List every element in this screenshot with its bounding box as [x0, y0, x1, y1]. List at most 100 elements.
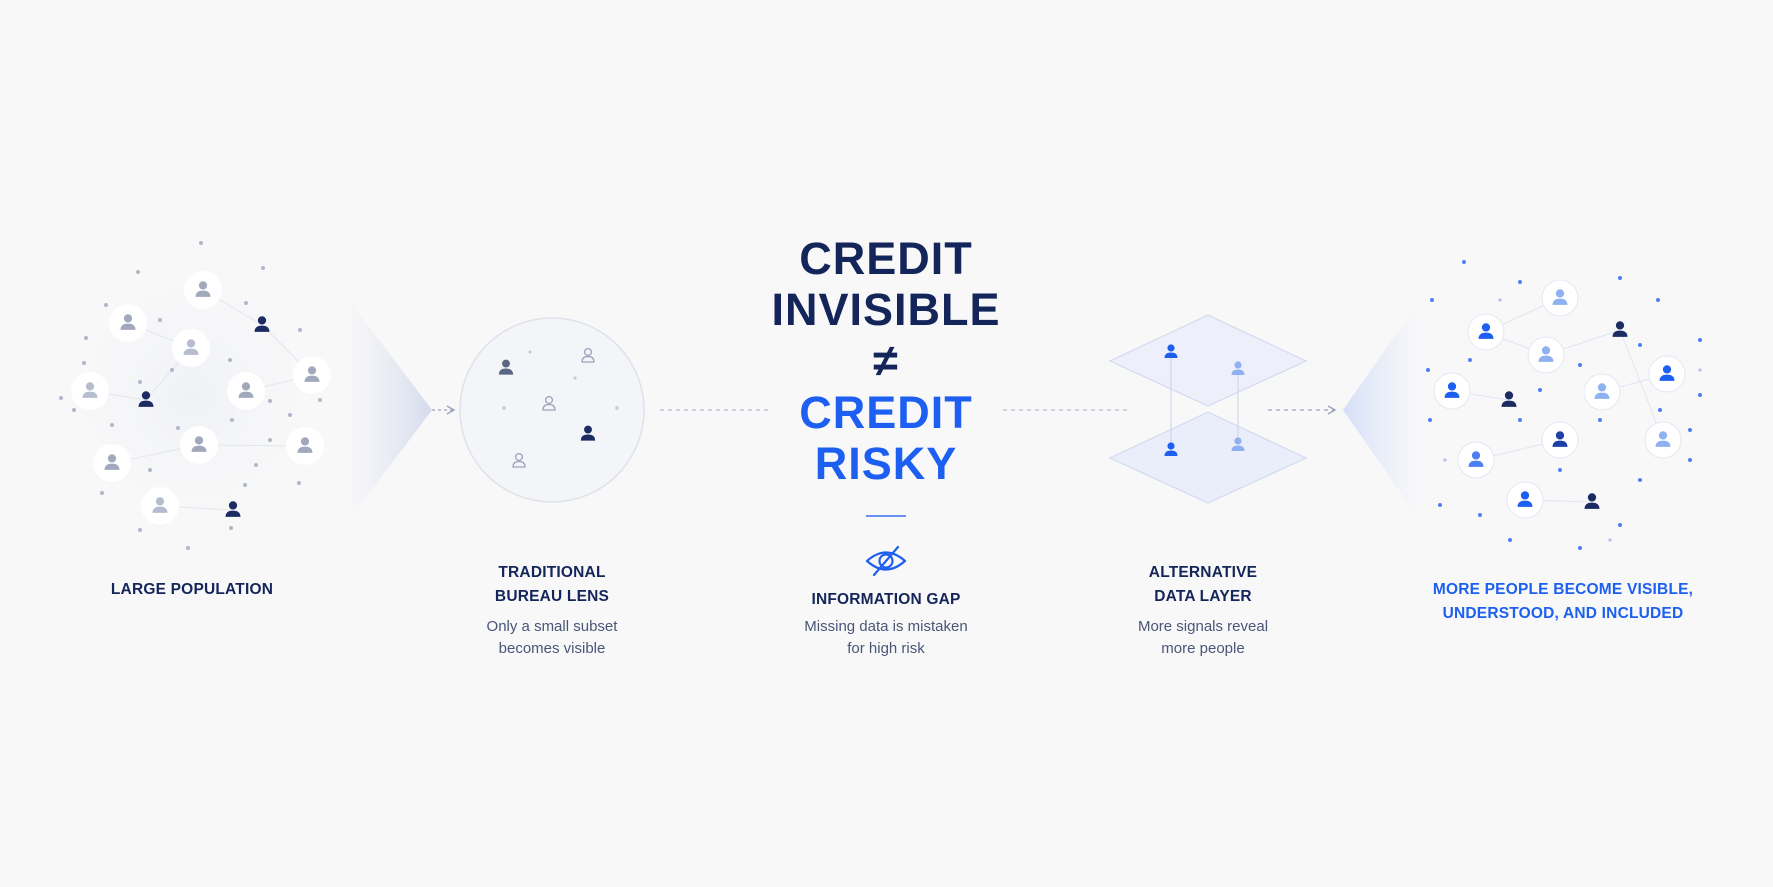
- data-dot: [1508, 538, 1512, 542]
- data-dot: [1428, 418, 1432, 422]
- data-dot: [1578, 546, 1582, 550]
- alt-data-caption-line2: DATA LAYER: [1154, 588, 1252, 605]
- person-icon: [254, 316, 270, 332]
- inclusion-beam: [1343, 300, 1420, 520]
- data-dot: [1698, 338, 1702, 342]
- data-dot: [84, 336, 88, 340]
- person-icon: [1583, 373, 1621, 411]
- data-dot: [186, 546, 190, 550]
- data-dot: [148, 468, 152, 472]
- data-dot: [298, 328, 302, 332]
- person-icon: [138, 391, 154, 407]
- data-dot: [1430, 298, 1434, 302]
- gap-caption: INFORMATION GAP: [811, 591, 961, 608]
- person-icon: [172, 329, 210, 367]
- person-icon: [1164, 344, 1178, 358]
- person-icon: [93, 444, 131, 482]
- data-dot: [59, 396, 63, 400]
- data-dot: [1618, 523, 1622, 527]
- data-dot: [138, 528, 142, 532]
- data-dot: [268, 399, 272, 403]
- person-icon: [581, 347, 595, 363]
- gap-desc-line2: for high risk: [847, 640, 925, 657]
- population-cluster: [59, 241, 331, 550]
- person-icon: [542, 395, 556, 411]
- data-dot: [1518, 280, 1522, 284]
- person-icon: [1612, 321, 1628, 337]
- headline-line-credit-2: CREDIT: [799, 387, 973, 438]
- data-dot: [528, 350, 532, 354]
- headline-line-invisible: INVISIBLE: [771, 284, 1001, 335]
- alt-data-desc-line2: more people: [1161, 640, 1245, 657]
- data-dot: [268, 438, 272, 442]
- data-dot: [1426, 368, 1430, 372]
- data-dot: [1578, 363, 1582, 367]
- included-caption-line2: UNDERSTOOD, AND INCLUDED: [1442, 605, 1684, 622]
- data-dot: [1498, 298, 1502, 302]
- person-icon: [180, 426, 218, 464]
- person-icon: [1541, 421, 1579, 459]
- data-dot: [170, 368, 174, 372]
- data-dot: [199, 241, 203, 245]
- data-dot: [1462, 260, 1466, 264]
- data-dot: [1638, 478, 1642, 482]
- person-icon: [498, 359, 514, 375]
- person-icon: [286, 427, 324, 465]
- data-dot: [1688, 458, 1692, 462]
- data-dot: [1438, 503, 1442, 507]
- data-dot: [1478, 513, 1482, 517]
- data-dot: [261, 266, 265, 270]
- data-dot: [1598, 418, 1602, 422]
- person-icon: [1467, 313, 1505, 351]
- alt-data-caption-line1: ALTERNATIVE: [1148, 564, 1258, 581]
- data-dot: [243, 483, 247, 487]
- lens-beam: [345, 295, 432, 525]
- person-icon: [1506, 481, 1544, 519]
- person-icon: [1527, 336, 1565, 374]
- data-dot: [1658, 408, 1662, 412]
- data-dot: [1538, 388, 1542, 392]
- data-dot: [288, 413, 292, 417]
- data-dot: [1608, 538, 1612, 542]
- data-dot: [297, 481, 301, 485]
- person-icon: [580, 425, 596, 441]
- person-icon: [1231, 361, 1245, 375]
- alt-data-desc-line1: More signals reveal: [1137, 618, 1269, 635]
- data-dot: [82, 361, 86, 365]
- data-dot: [1618, 276, 1622, 280]
- data-dot: [158, 318, 162, 322]
- data-dot: [254, 463, 258, 467]
- data-dot: [72, 408, 76, 412]
- data-dot: [104, 303, 108, 307]
- person-icon: [184, 271, 222, 309]
- lens-desc-line2: becomes visible: [498, 640, 606, 657]
- data-dot: [1518, 418, 1522, 422]
- data-dot: [110, 423, 114, 427]
- data-dot: [1558, 468, 1562, 472]
- lens-caption-line1: TRADITIONAL: [498, 564, 606, 581]
- data-dot: [318, 398, 322, 402]
- person-icon: [1501, 391, 1517, 407]
- lens-caption-line2: BUREAU LENS: [494, 588, 610, 605]
- data-dot: [228, 358, 232, 362]
- data-dot: [1468, 358, 1472, 362]
- data-dot: [1688, 428, 1692, 432]
- layer-people: [1164, 344, 1245, 456]
- population-caption: LARGE POPULATION: [110, 581, 274, 598]
- gap-desc-line1: Missing data is mistaken: [804, 618, 968, 635]
- person-icon: [1231, 437, 1245, 451]
- data-dot: [1638, 343, 1642, 347]
- person-icon: [293, 356, 331, 394]
- person-icon: [141, 487, 179, 525]
- person-icon: [1457, 441, 1495, 479]
- person-icon: [512, 452, 526, 468]
- person-icon: [227, 372, 265, 410]
- person-icon: [1164, 442, 1178, 456]
- person-icon: [225, 501, 241, 517]
- data-dot: [230, 418, 234, 422]
- data-dot: [100, 491, 104, 495]
- link-line: [1619, 329, 1664, 441]
- data-dot: [1656, 298, 1660, 302]
- data-dot: [176, 426, 180, 430]
